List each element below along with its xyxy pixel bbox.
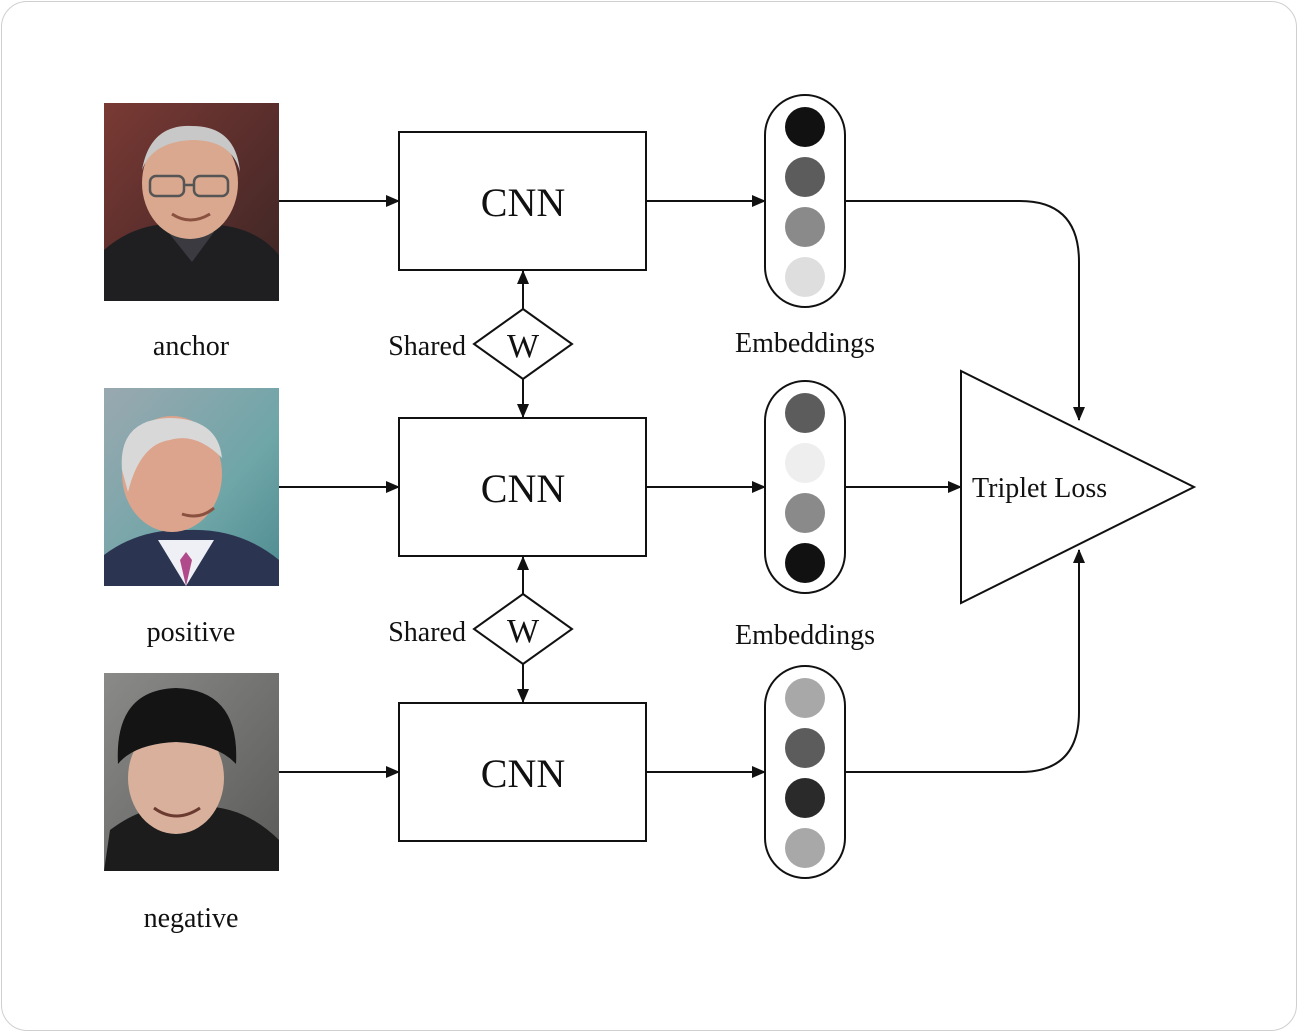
cnn-label-1: CNN [481, 180, 565, 225]
embedding-cell [785, 257, 825, 297]
cnn-label-3: CNN [481, 751, 565, 796]
embedding-cells-2 [785, 393, 825, 583]
connector-anchor-to-loss [845, 200, 1085, 421]
embedding-cell [785, 157, 825, 197]
embedding-cells-3 [785, 678, 825, 868]
embedding-cell [785, 828, 825, 868]
cnn-label-2: CNN [481, 466, 565, 511]
triplet-loss-triangle [960, 369, 1197, 605]
anchor-photo [104, 103, 279, 301]
shared-label-1: Shared [388, 331, 466, 362]
cnn-box-3 [398, 702, 647, 842]
embedding-cell [785, 107, 825, 147]
input-label-anchor: anchor [153, 331, 230, 362]
weight-symbol-2: W [507, 613, 540, 650]
negative-photo [104, 673, 279, 871]
cnn-box-1 [398, 131, 647, 271]
embedding-cell [785, 728, 825, 768]
connector-negative-to-loss [845, 549, 1085, 773]
embedding-cell [785, 393, 825, 433]
embeddings-caption-2: Embeddings [735, 620, 875, 651]
weight-symbol-1: W [507, 328, 540, 365]
embeddings-caption-1: Embeddings [735, 328, 875, 359]
embedding-cell [785, 207, 825, 247]
embedding-cells-1 [785, 107, 825, 297]
embedding-cell [785, 443, 825, 483]
input-label-negative: negative [144, 903, 239, 934]
embedding-cell [785, 493, 825, 533]
input-label-positive: positive [147, 617, 236, 648]
triplet-loss-label: Triplet Loss [972, 473, 1107, 504]
positive-photo [104, 388, 279, 586]
embedding-cell [785, 778, 825, 818]
shared-label-2: Shared [388, 617, 466, 648]
embedding-cell [785, 678, 825, 718]
embedding-cell [785, 543, 825, 583]
